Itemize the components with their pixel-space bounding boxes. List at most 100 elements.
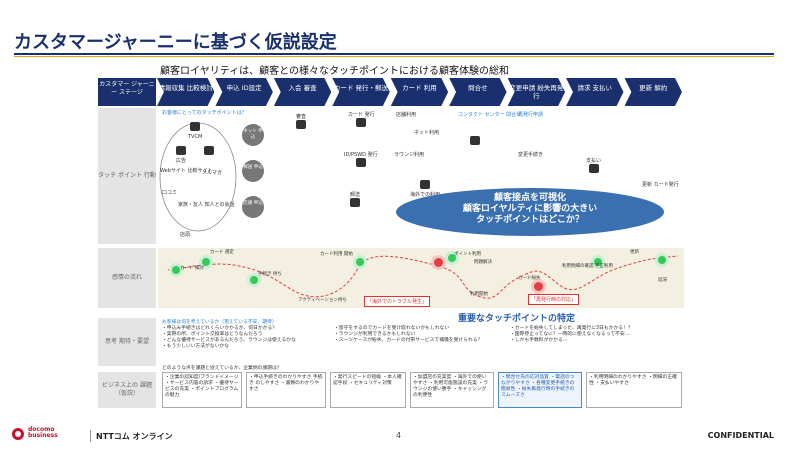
title-underline	[14, 53, 774, 55]
thought-item: ・しかも手数料がかかる…	[510, 338, 568, 343]
touchpoint-pay: 支払い	[586, 158, 601, 176]
emotion-label: カード紛失	[518, 276, 541, 281]
stage-apply: 申込 ID設定	[215, 78, 273, 106]
row-label-thought: 思考 期待・要望	[98, 318, 156, 366]
stage-card-issue: カード 発行・郵送	[332, 78, 390, 106]
checkbox-icon	[296, 120, 306, 129]
emotion-label: アクティベーション待ち	[298, 298, 347, 303]
thought-item: ・もう少しいい方法がないかな	[162, 344, 230, 349]
touchpoint-store-apply: 店頭 申込	[242, 196, 264, 218]
footer-separator	[90, 430, 91, 442]
headset-icon	[470, 136, 480, 145]
thought-item: ・国際停止ってなに？一時的に使えなくなるって不安…	[510, 332, 630, 337]
row-label-emotion: 感情の流れ	[98, 248, 156, 308]
emotion-point	[356, 258, 364, 266]
touchpoint-store-use: 店舗利用	[396, 112, 417, 118]
confidential-label: CONFIDENTIAL	[707, 431, 774, 440]
stage-billing: 請求 支払い	[566, 78, 624, 106]
page-number: 4	[396, 431, 402, 440]
touchpoint-reissue: 再発行申請	[518, 112, 544, 118]
touchpoint-idpw: ID/PSWD 発行	[344, 152, 378, 170]
thought-item: ・留守をするのでカードを受け取れないかもしれない	[334, 326, 450, 331]
title-underline-accent	[14, 56, 774, 57]
row-label-issues: ビジネス上の 課題（仮説）	[98, 372, 156, 408]
page-title: カスタマージャーニーに基づく仮説設定	[14, 32, 337, 53]
touchpoint-mail-apply: 郵送 申込	[242, 160, 264, 182]
docomo-logo-icon	[12, 428, 24, 440]
thought-item: ・どんな優待サービスがあるんだろう、ラウンジは使えるかな	[162, 338, 296, 343]
trouble-callout: 「海外でのトラブル発生」	[364, 296, 431, 307]
book-icon	[204, 146, 214, 155]
stage-renew: 更新 解約	[624, 78, 682, 106]
contact-person-icon	[470, 136, 480, 148]
touchpoint-change: 変更手続き	[518, 152, 544, 158]
ellipse-line-1: 顧客接点を可視化	[493, 193, 566, 203]
stage-card-use: カード 利用	[390, 78, 449, 106]
thought-block-early: お客様は何を考えているか（抱えている不安、期待） ・申込み手続きはどれくらいかか…	[162, 320, 332, 350]
touchpoint-area: お客様にとってのタッチポイントは？ TVCM 広告 Webサイト 比較サイト メ…	[158, 108, 684, 244]
touchpoint-renew: 更新 カード発行	[642, 182, 679, 188]
emotion-trouble-point	[434, 258, 443, 267]
brand-name: NTTコム オンライン	[96, 432, 173, 441]
touchpoint-post: 郵送	[350, 192, 360, 210]
row-label-touchpoint: タッチ ポイント 行動	[98, 108, 156, 244]
touchpoint-web: Webサイト 比較サイト	[160, 168, 213, 174]
emotion-band: カード 検討 カード 選定 手続き 待ち アクティベーション待ち カード利用 開…	[158, 248, 684, 308]
emotion-lost-point	[534, 282, 543, 291]
thought-block-late: ・カードを紛失してしまった、再発行に3日もかかる！？ ・国際停止ってなに？一時的…	[510, 326, 682, 344]
emotion-label: 利用開始	[470, 292, 488, 297]
reissue-callout: 「再発行時の対応」	[528, 294, 580, 305]
touchpoint-mailmag: メルマガ	[202, 170, 223, 176]
thought-item: ・ラウンジが利用できるかもしれない	[334, 332, 416, 337]
thought-item: ・実際の所、ポイント交換率はどうなんだろう	[162, 332, 263, 337]
emotion-point	[658, 256, 666, 264]
touchpoint-lounge: ラウンジ利用	[394, 152, 425, 158]
important-touchpoint-heading: 重要なタッチポイントの特定	[458, 314, 576, 324]
emotion-point	[172, 266, 180, 274]
stage-inquiry: 問合せ	[449, 78, 507, 106]
emotion-point	[250, 276, 258, 284]
touchpoint-review: 審査	[296, 114, 306, 132]
emotion-point	[594, 258, 602, 266]
issue-box-3: ・発行スピードの短縮 ・本人確認手段 ・セキュリティ対策	[330, 372, 406, 408]
slide-subtitle: 顧客ロイヤリティは、顧客との様々なタッチポイントにおける顧客体験の総和	[160, 66, 509, 77]
emotion-label: カード 選定	[210, 250, 234, 255]
lock-icon	[355, 158, 366, 167]
emotion-point	[202, 258, 210, 266]
issue-box-1: ・企業の認知度/ブランドイメージ ・サービス内容の訴求 ・優待サービスの充実 ・…	[162, 372, 242, 408]
touchpoint-ad: 広告	[176, 146, 186, 164]
stage-change: 変更申請 紛失再発行	[507, 78, 566, 106]
touchpoint-family: 家族・友人 知人との会話	[178, 202, 235, 208]
touchpoint-net-apply: ネット 申込	[242, 124, 264, 146]
stage-row-label: カスタマー ジャーニー ステージ	[98, 78, 156, 106]
touchpoint-contact: コンタクト センター 問合せ	[458, 112, 522, 118]
touchpoint-tvcm: TVCM	[188, 122, 202, 140]
truck-icon	[350, 198, 360, 207]
emotion-label: ポイント利用	[454, 252, 481, 257]
touchpoint-question: お客様にとってのタッチポイントは？	[162, 110, 247, 116]
touchpoint-overseas: 海外での利用	[410, 180, 440, 198]
stage-info: 情報収集 比較検討	[157, 78, 215, 106]
emotion-curve	[167, 255, 679, 299]
ellipse-line-3: タッチポイントはどこか？	[476, 215, 584, 225]
journey-stage-bar: カスタマー ジャーニー ステージ 情報収集 比較検討 申込 ID設定 入会 審査…	[98, 78, 682, 106]
calculator-icon	[588, 164, 599, 173]
airplane-icon	[420, 180, 430, 189]
touchpoint-store: 店頭	[180, 232, 191, 238]
touchpoint-card-issue: カード 発行	[348, 112, 375, 130]
issues-question: どのような点を課題と捉えているか、企業側の課題は？	[162, 366, 282, 371]
highlight-ellipse: 顧客接点を可視化 顧客ロイヤルティに影響の大きい タッチポイントはどこか？	[396, 188, 664, 236]
thought-question: お客様は何を考えているか（抱えている不安、期待）	[162, 320, 277, 325]
thought-item: ・申込み手続きはどれくらいかかるか、何日かかる？	[162, 326, 278, 331]
emotion-label: 利用明細の確認 不正利用	[562, 264, 613, 269]
touchpoint-book	[204, 146, 214, 158]
docomo-business-logo: docomo business	[28, 426, 58, 439]
thought-block-mid: ・留守をするのでカードを受け取れないかもしれない ・ラウンジが利用できるかもしれ…	[334, 326, 494, 344]
issue-box-2: ・申込手続きのわかりやすさ 手続き のしやすさ ・書類のわかりやすさ	[246, 372, 326, 408]
touchpoint-sns: 口コミ	[162, 190, 178, 196]
emotion-label: カード 検討	[180, 266, 204, 271]
issue-box-6: ・利用明細のわかりやすさ ・明細の正確性 ・支払いやすさ	[586, 372, 682, 408]
thought-item: ・カードを紛失してしまった、再発行に3日もかかる！？	[510, 326, 633, 331]
issue-box-5: ・問合せ先の応対品質 ・電話のつながりやすさ ・各種変更手続きの簡易性 ・紛失再…	[498, 372, 582, 408]
thought-item: ・スーツケースが紛失、カードの付帯サービスで補償を受けられる？	[334, 338, 483, 343]
